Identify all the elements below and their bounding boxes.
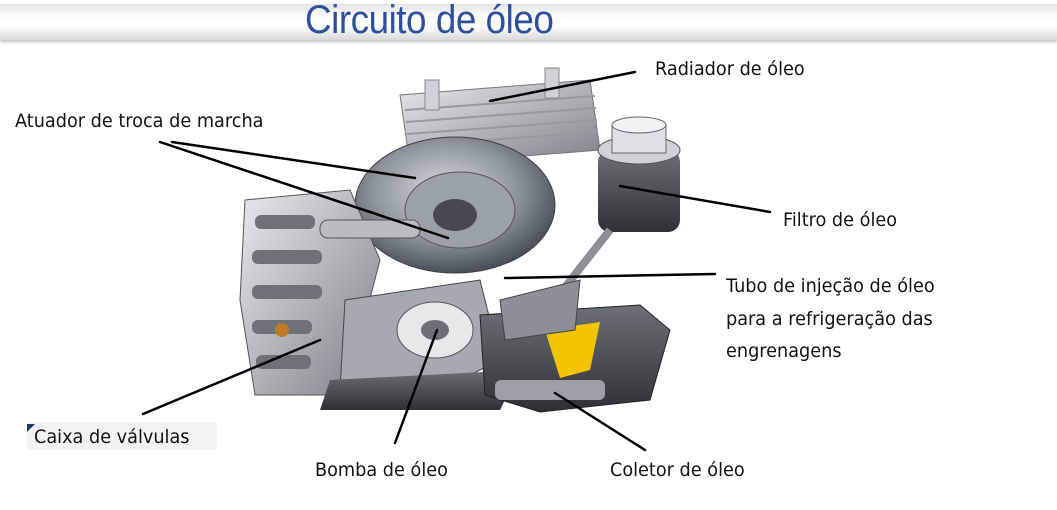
label-injection-tube-3: engrenagens xyxy=(726,340,842,362)
label-injection-tube-1: Tubo de injeção de óleo xyxy=(726,275,935,297)
label-oil-radiator: Radiador de óleo xyxy=(655,58,805,80)
label-valve-body: Caixa de válvulas xyxy=(34,426,190,448)
leader-lines xyxy=(141,70,772,452)
title-band xyxy=(0,4,1057,40)
leader-collector xyxy=(553,391,647,452)
label-oil-pump: Bomba de óleo xyxy=(315,459,448,481)
leader-actuator-a xyxy=(158,140,450,240)
leader-radiator xyxy=(488,70,637,103)
leader-filter xyxy=(618,184,772,214)
leader-pump xyxy=(393,328,439,445)
leader-actuator-b xyxy=(170,140,417,180)
label-oil-collector: Coletor de óleo xyxy=(610,459,745,481)
leader-tube xyxy=(503,272,717,280)
clutch-disk xyxy=(354,136,556,274)
label-injection-tube-2: para a refrigeração das xyxy=(726,308,933,330)
oil-pan xyxy=(479,279,671,413)
label-highlight xyxy=(27,422,217,450)
label-shift-actuator: Atuador de troca de marcha xyxy=(15,110,264,132)
slide-title: Circuito de óleo xyxy=(305,0,554,42)
label-oil-filter: Filtro de óleo xyxy=(783,209,898,231)
pump-housing xyxy=(320,279,520,410)
leader-valve-body xyxy=(141,338,322,416)
corner-marker-icon xyxy=(27,424,35,432)
